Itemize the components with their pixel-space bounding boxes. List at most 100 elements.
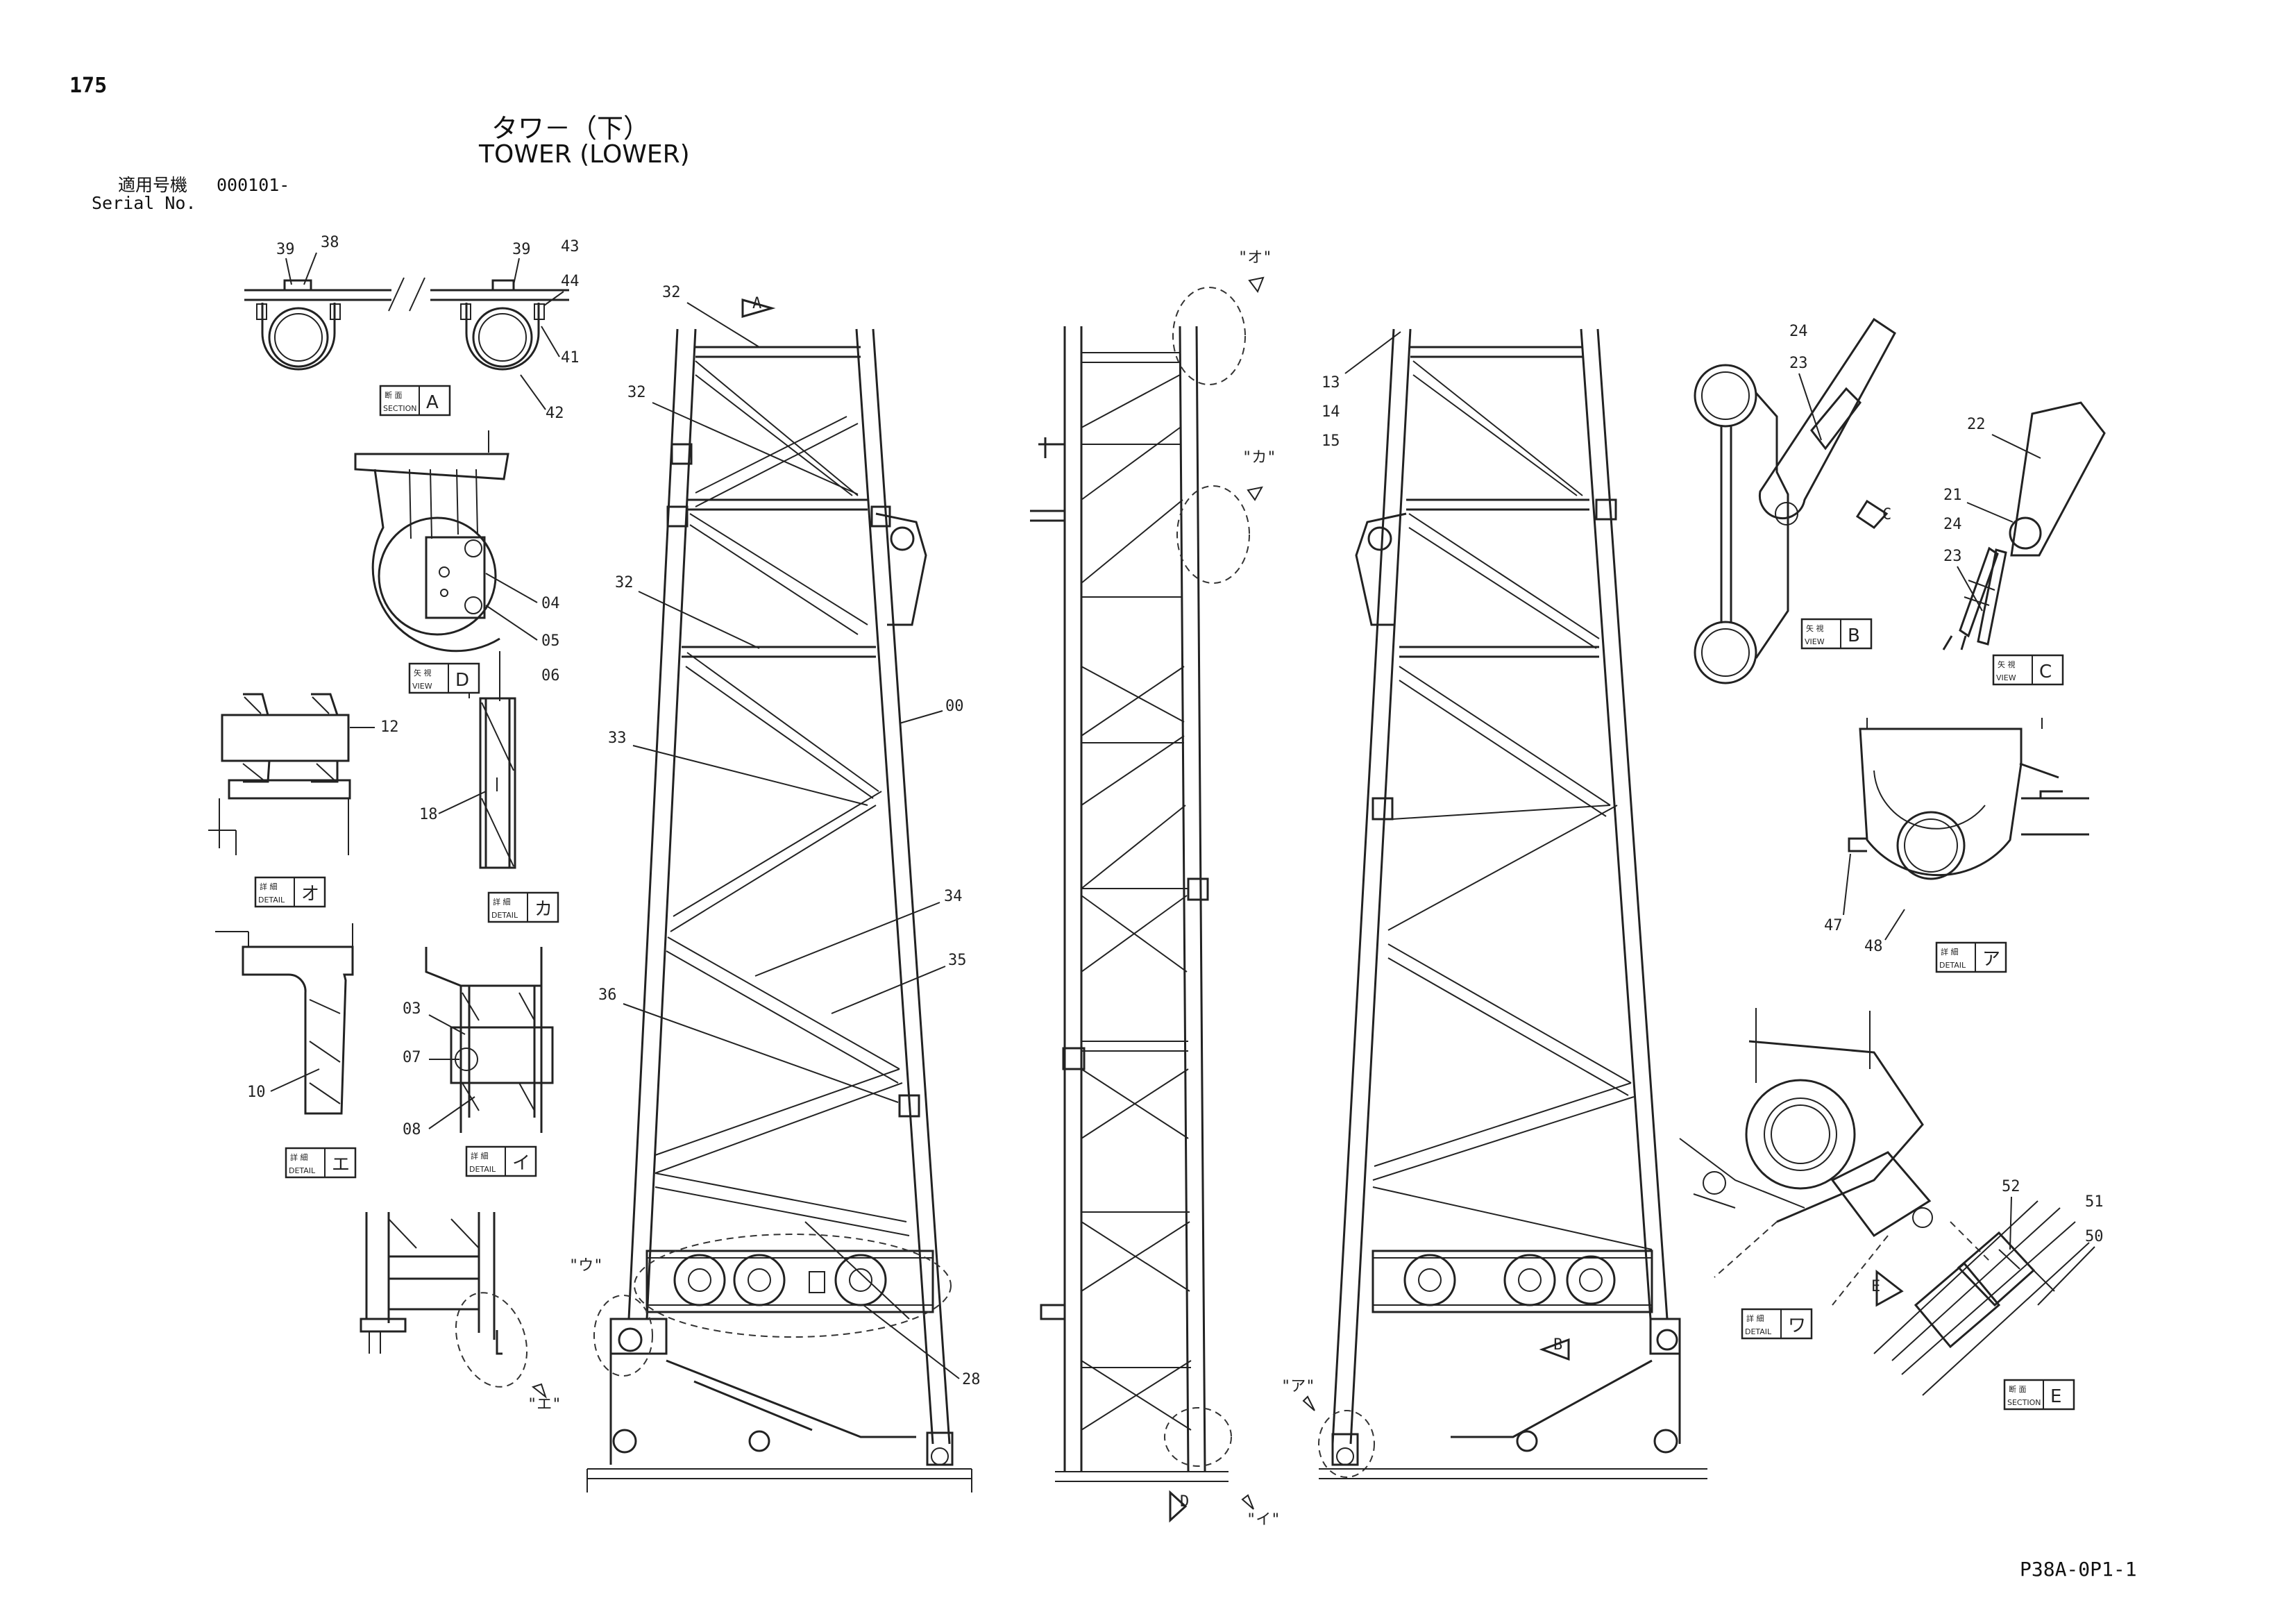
callout-c00: 00 — [899, 698, 964, 724]
leader-line — [623, 1003, 899, 1103]
callout-c04: 04 — [485, 573, 560, 612]
tag-en: SECTION — [383, 404, 416, 413]
callout-c50: 50 — [2037, 1228, 2104, 1306]
tag-tagD: 矢 視 VIEW D — [408, 662, 480, 694]
callout-c43: 43 — [561, 238, 580, 255]
leader-line — [754, 902, 940, 977]
tag-box — [285, 1147, 357, 1179]
document-code: P38A-0P1-1 — [2020, 1558, 2137, 1581]
callout-label: 39 — [512, 241, 531, 258]
callout-label: 32 — [662, 284, 681, 301]
tag-en: DETAIL — [289, 1166, 316, 1175]
view-marker-mkO: "オ" — [1238, 249, 1272, 267]
callout-label: 06 — [541, 667, 560, 684]
leader-line — [485, 573, 538, 603]
tag-letter: A — [426, 392, 439, 413]
view-b-drawing — [1694, 317, 1896, 684]
callout-c06: 06 — [541, 667, 560, 684]
callout-c52: 52 — [2002, 1178, 2020, 1250]
leader-line — [270, 1068, 320, 1092]
tag-box — [2003, 1379, 2075, 1411]
callout-label: 14 — [1322, 403, 1340, 421]
leader-line — [543, 291, 564, 306]
tag-jp: 矢 視 — [414, 668, 432, 678]
tag-box — [254, 876, 326, 908]
leader-line — [1798, 373, 1822, 441]
tag-jp: 矢 視 — [1806, 623, 1824, 633]
callout-label: 43 — [561, 238, 580, 255]
leader-line — [899, 710, 943, 724]
callout-c23b: 23 — [1943, 548, 1983, 612]
leader-line — [513, 258, 520, 285]
tag-en: VIEW — [1805, 637, 1825, 646]
callout-label: 23 — [1789, 355, 1808, 372]
leader-line — [1966, 502, 2014, 523]
callout-label: 22 — [1967, 416, 1986, 433]
view-c-drawing — [1855, 401, 2106, 650]
callout-label: 05 — [541, 632, 560, 650]
arrow-letter-arA: A — [752, 295, 761, 312]
tag-jp: 詳 細 — [493, 897, 511, 907]
callout-label: 44 — [561, 273, 580, 290]
arrow-letter-arE: E — [1871, 1278, 1880, 1295]
arrow-letter-arB: B — [1553, 1336, 1562, 1354]
tag-box — [408, 662, 480, 694]
callout-c23a: 23 — [1789, 355, 1822, 441]
callout-c47: 47 — [1824, 853, 1851, 934]
tag-jp: 詳 細 — [1746, 1313, 1764, 1323]
leader-line — [1884, 909, 1905, 941]
callout-c39b: 39 — [512, 241, 531, 285]
callout-label: 24 — [1943, 516, 1962, 533]
detail-ka-drawing — [469, 682, 516, 869]
detail-u-drawing — [360, 1212, 547, 1399]
callout-c08: 08 — [403, 1096, 475, 1138]
callout-c24a: 24 — [1789, 323, 1808, 340]
view-marker-mkE: "エ" — [527, 1396, 562, 1413]
callout-c41: 41 — [541, 326, 580, 367]
serial-label-jp: 適用号機 — [118, 175, 188, 195]
tag-letter: D — [455, 670, 469, 691]
tag-en: SECTION — [2007, 1398, 2041, 1407]
tag-letter: エ — [332, 1154, 350, 1175]
tag-tagB: 矢 視 VIEW B — [1800, 618, 1873, 650]
leader-line — [638, 591, 760, 649]
callout-label: 39 — [276, 241, 295, 258]
callout-c33: 33 — [608, 730, 868, 806]
section-e-drawing — [1873, 1200, 2090, 1396]
callout-label: 24 — [1789, 323, 1808, 340]
leader-line — [428, 1014, 466, 1035]
tag-en: VIEW — [412, 682, 432, 691]
callout-label: 21 — [1943, 487, 1962, 504]
callout-c48: 48 — [1864, 909, 1905, 955]
tag-box — [1935, 941, 2007, 973]
callout-c12: 12 — [350, 718, 399, 736]
leader-line — [686, 302, 760, 348]
leader-line — [1344, 331, 1401, 374]
tag-letter: B — [1848, 625, 1860, 646]
view-marker-mkU: "ウ" — [569, 1257, 603, 1275]
leader-line — [831, 966, 946, 1014]
tag-letter: カ — [534, 899, 552, 920]
view-marker-layer: "オ""カ""ウ""エ""ア""イ" — [527, 249, 1315, 1529]
callout-c15: 15 — [1322, 432, 1340, 450]
callout-c44: 44 — [543, 273, 580, 306]
callout-label: 32 — [615, 574, 634, 591]
leader-line — [1991, 434, 2041, 459]
callout-label: 34 — [944, 888, 963, 905]
callout-c39a: 39 — [276, 241, 295, 285]
leader-line — [303, 252, 317, 285]
page-number: 175 — [69, 74, 108, 98]
callout-label: 28 — [962, 1371, 981, 1388]
callout-c35: 35 — [831, 952, 967, 1014]
leader-line — [2037, 1246, 2095, 1306]
serial-value: 000101- — [217, 175, 290, 195]
callout-label: 42 — [546, 405, 564, 422]
callout-c18: 18 — [419, 791, 487, 823]
tag-letter: E — [2050, 1386, 2061, 1407]
